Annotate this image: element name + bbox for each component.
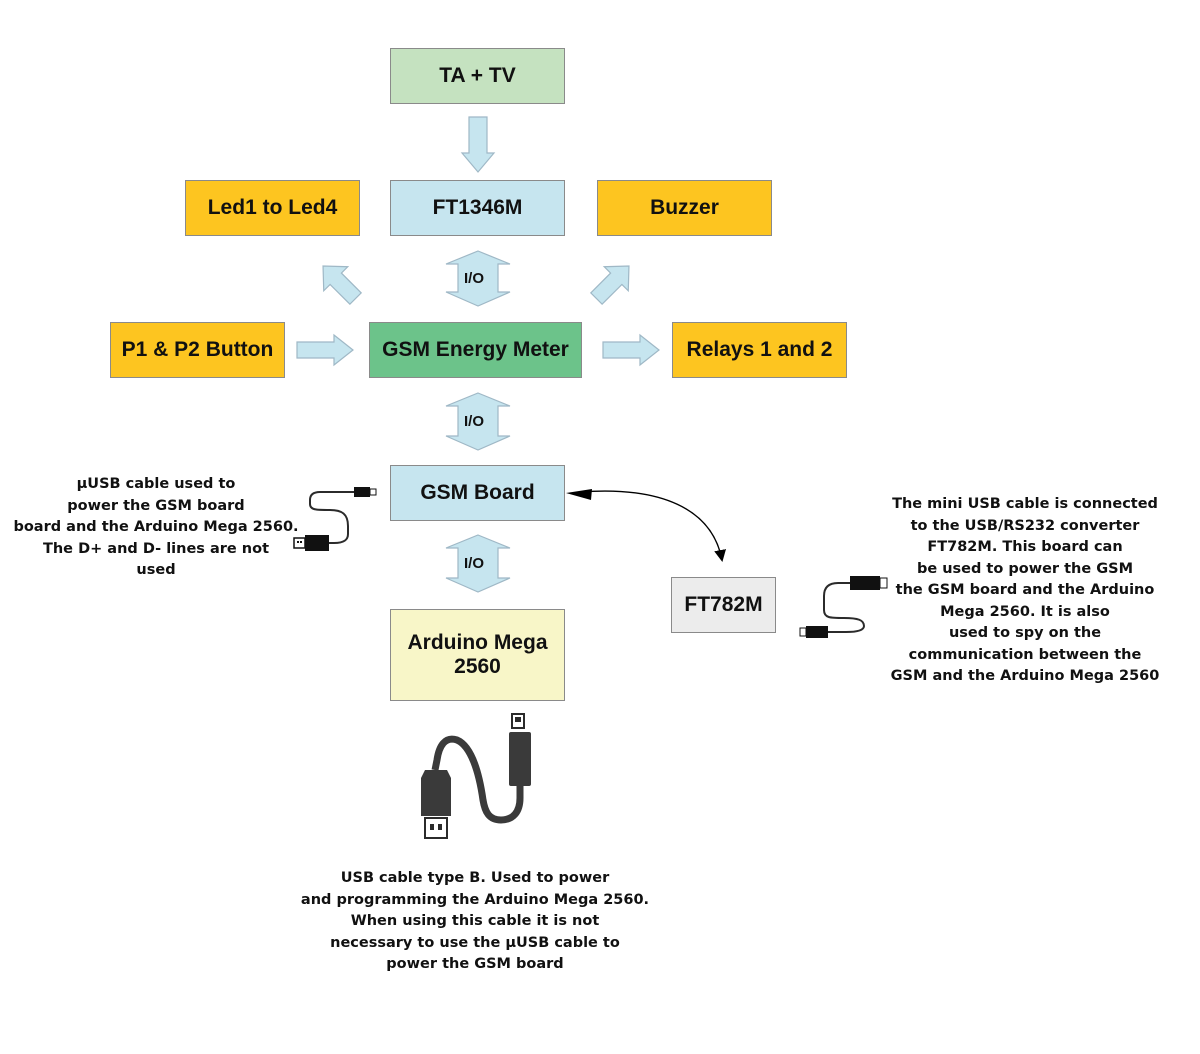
io-arrow-middle (445, 392, 511, 451)
block-ta-tv: TA + TV (390, 48, 565, 104)
arrow-meter-to-relays (602, 333, 660, 367)
block-relays: Relays 1 and 2 (672, 322, 847, 378)
arrow-to-leds (322, 265, 363, 306)
block-buzzer-label: Buzzer (650, 195, 719, 219)
io-arrow-bottom (445, 534, 511, 593)
connector-gsm-board-ft782m (579, 490, 726, 562)
mini-usb-cable-icon (799, 576, 888, 638)
block-leds: Led1 to Led4 (185, 180, 360, 236)
usb-b-cable-icon (421, 713, 531, 839)
block-ft782m: FT782M (671, 577, 776, 633)
block-ft1346m-label: FT1346M (432, 195, 523, 219)
micro-usb-cable-icon (293, 487, 377, 551)
io-arrow-top (445, 250, 511, 307)
block-gsm-board: GSM Board (390, 465, 565, 521)
block-leds-label: Led1 to Led4 (207, 195, 338, 219)
block-ta-tv-label: TA + TV (439, 63, 516, 87)
block-arduino-mega-label: Arduino Mega 2560 (407, 630, 548, 678)
io-label-bottom: I/O (463, 555, 484, 572)
block-buttons: P1 & P2 Button (110, 322, 285, 378)
caption-micro-usb: µUSB cable used to power the GSM board b… (13, 476, 299, 578)
block-ft1346m: FT1346M (390, 180, 565, 236)
block-gsm-board-label: GSM Board (420, 480, 535, 504)
caption-mini-usb: The mini USB cable is connected to the U… (890, 496, 1160, 684)
block-buttons-label: P1 & P2 Button (121, 337, 274, 361)
arrow-to-buzzer (589, 265, 630, 306)
block-arduino-mega: Arduino Mega 2560 (390, 609, 565, 701)
block-ft782m-label: FT782M (684, 592, 763, 616)
block-buzzer: Buzzer (597, 180, 772, 236)
caption-usb-b: USB cable type B. Used to power and prog… (300, 870, 650, 972)
io-label-middle: I/O (463, 413, 484, 430)
block-relays-label: Relays 1 and 2 (686, 337, 833, 361)
block-gsm-energy-meter: GSM Energy Meter (369, 322, 582, 378)
arrow-ta-tv-to-ft1346m (460, 116, 496, 173)
block-gsm-energy-meter-label: GSM Energy Meter (382, 337, 569, 361)
arrow-buttons-to-meter (296, 333, 354, 367)
connector-arrowhead-gsm-board (566, 489, 592, 500)
io-label-top: I/O (463, 270, 484, 287)
